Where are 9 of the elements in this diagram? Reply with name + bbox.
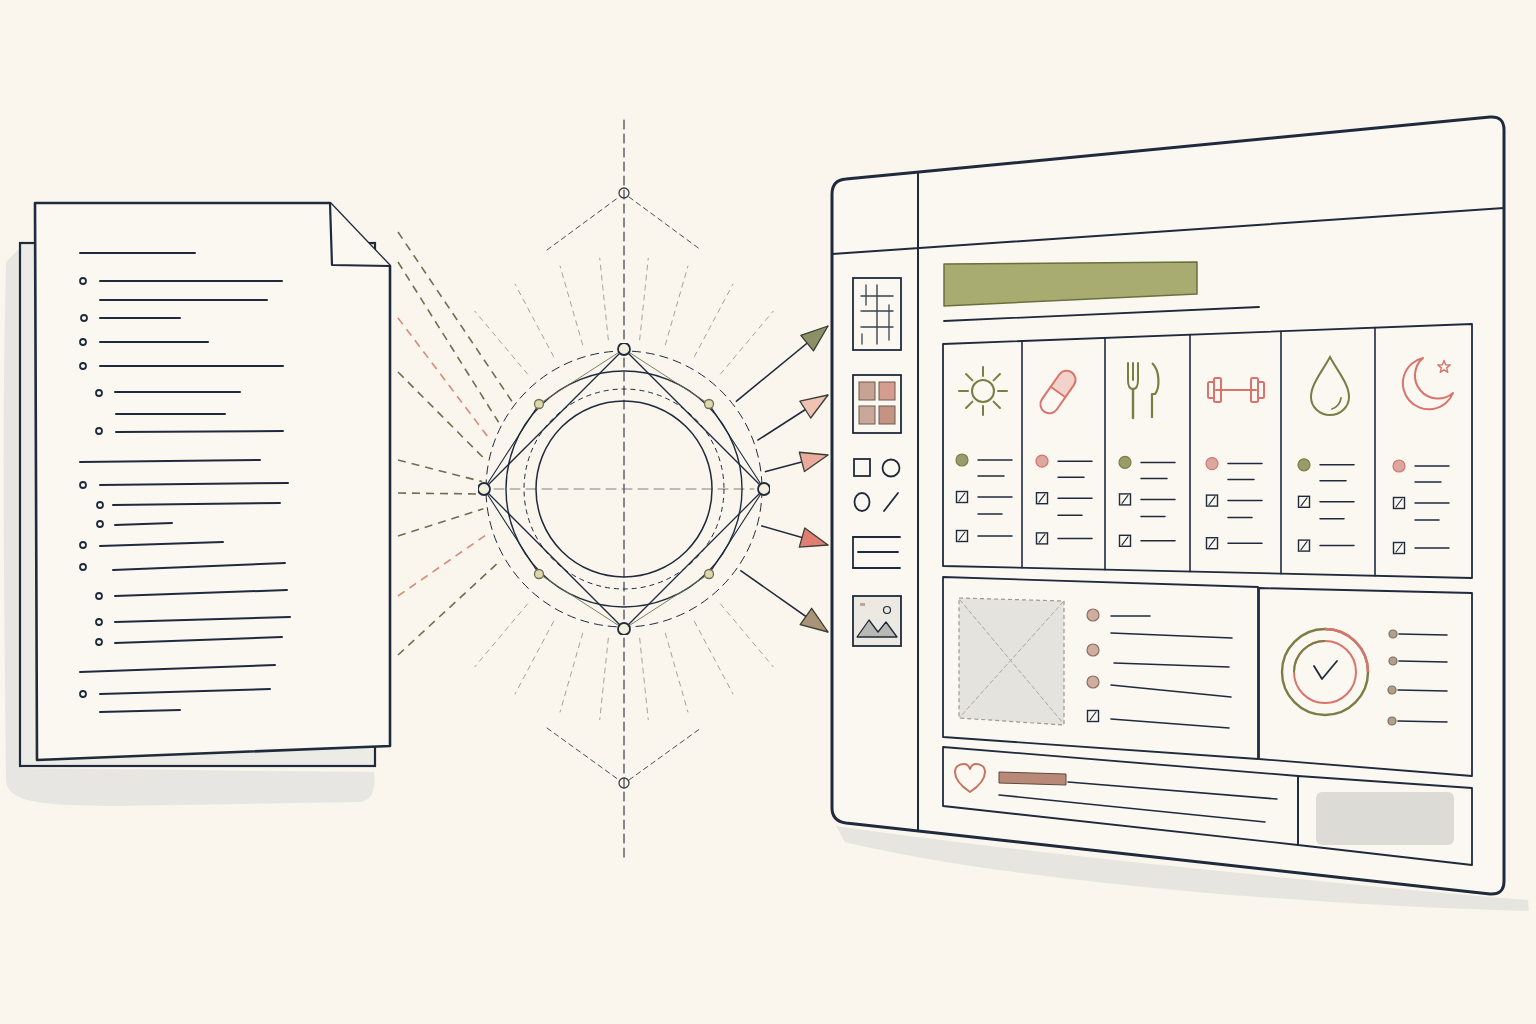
dashed-connector [397, 231, 513, 403]
arrow [735, 325, 829, 403]
arrow [756, 394, 829, 442]
arrow [764, 451, 829, 473]
dashed-connector [397, 459, 483, 483]
dashed-connector [397, 508, 485, 537]
arrow [760, 525, 829, 548]
dashed-connector [397, 261, 500, 424]
dashed-connector [397, 559, 502, 656]
